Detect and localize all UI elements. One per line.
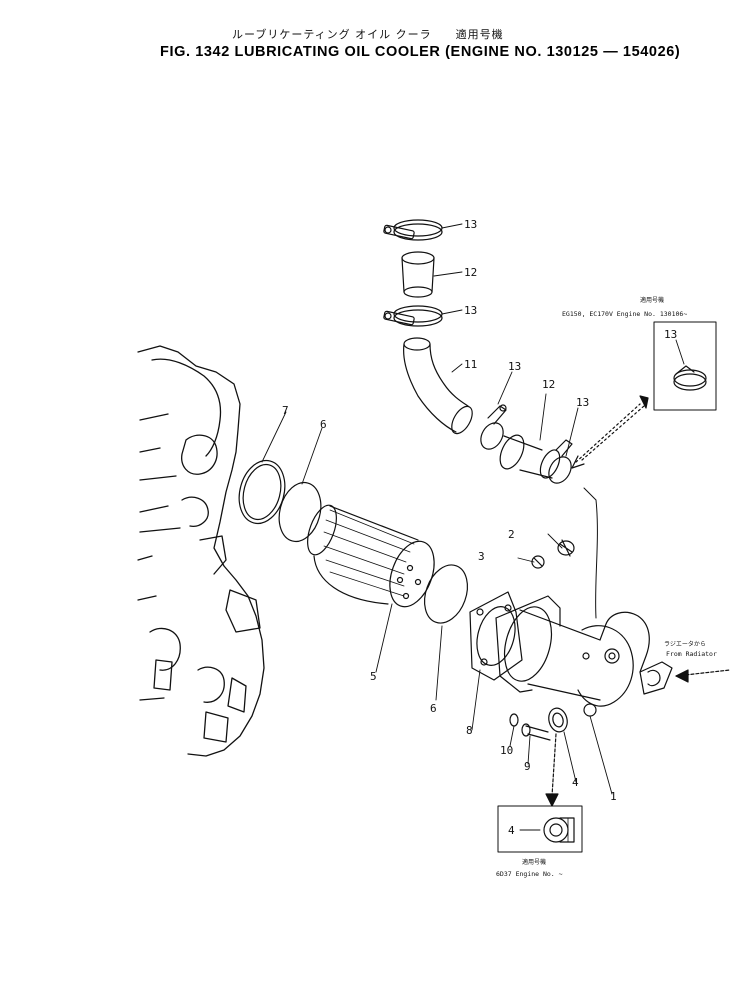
hose-clamp-third <box>480 422 504 450</box>
radiator-label-jp: ラジエータから <box>664 640 706 648</box>
callout-8-gasket: 8 <box>466 724 473 737</box>
callout-3-plug: 3 <box>478 550 485 563</box>
plug-4 <box>548 707 568 733</box>
callout-13-clamp-second: 13 <box>464 304 477 317</box>
straight-hose-upper <box>401 257 435 293</box>
plug-3 <box>531 555 545 569</box>
plug-2 <box>557 539 575 557</box>
gasket-8 <box>469 591 523 681</box>
leader-lines <box>261 223 613 795</box>
inset-top-label: EG150, EC170V Engine No. 130106~ <box>562 310 687 318</box>
engine-block <box>137 345 265 757</box>
inset-arrow <box>571 395 649 469</box>
callout-13-clamp-top: 13 <box>464 218 477 231</box>
radiator-flow-arrow <box>675 669 731 683</box>
inset-top: 13 <box>653 321 717 411</box>
callout-5-element: 5 <box>370 670 377 683</box>
bolt-9 <box>521 723 551 741</box>
inset-top-callout: 13 <box>664 328 677 341</box>
callout-6-o-ring-upper: 6 <box>320 418 327 431</box>
callout-2-plug: 2 <box>508 528 515 541</box>
callout-labels: 13 12 13 11 13 12 13 7 6 2 3 5 6 8 10 9 … <box>282 218 617 803</box>
lower-hose-assembly <box>480 404 573 484</box>
radiator-label: From Radiator <box>666 650 717 658</box>
o-ring-6-upper <box>278 481 322 543</box>
figure-title: FIG. 1342 LUBRICATING OIL COOLER (ENGINE… <box>160 44 681 60</box>
inset-bottom: 4 <box>497 805 583 853</box>
callout-12-hose-upper: 12 <box>464 266 477 279</box>
callout-6-o-ring-lower: 6 <box>430 702 437 715</box>
washer-10 <box>509 713 519 727</box>
inset-bottom-callout: 4 <box>508 824 515 837</box>
inset-bottom-label-jp: 適用号機 <box>522 858 546 866</box>
cooler-element <box>307 504 435 608</box>
cooler-body <box>495 487 673 717</box>
callout-12-hose-lower: 12 <box>542 378 555 391</box>
callout-10-washer: 10 <box>500 744 513 757</box>
callout-1-cooler: 1 <box>610 790 617 803</box>
callout-11-elbow-hose: 11 <box>464 358 477 371</box>
o-ring-6-lower <box>423 564 469 624</box>
subtitle-jp: ルーブリケーティング オイル クーラ 適用号機 <box>232 28 504 41</box>
gasket-7 <box>238 459 286 525</box>
callout-9-bolt: 9 <box>524 760 531 773</box>
elbow-hose <box>403 343 469 433</box>
upper-hose-assembly <box>383 219 473 435</box>
callout-4-plug: 4 <box>572 776 579 789</box>
callout-13-clamp-fourth: 13 <box>576 396 589 409</box>
hose-clamp-fourth <box>548 456 572 484</box>
inset-bottom-label: 6D37 Engine No. ~ <box>496 870 563 878</box>
callout-13-clamp-third: 13 <box>508 360 521 373</box>
callout-7-gasket: 7 <box>282 404 289 417</box>
drain-arrow <box>545 733 559 807</box>
inset-top-label-jp: 適用号機 <box>640 296 664 304</box>
